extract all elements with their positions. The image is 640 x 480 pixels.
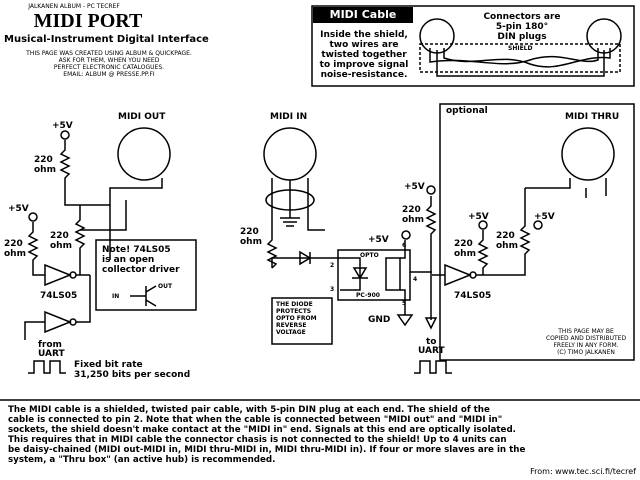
bitrate-line: Fixed bit rate [74, 360, 143, 370]
midi-in-label: MIDI IN [270, 112, 308, 122]
uart-label: UART [418, 346, 445, 356]
note-box-text: Note! 74LS05 is an open collector driver [102, 245, 180, 275]
cable-text-line: to improve signal [319, 60, 409, 70]
copyright-line: (C) TIMO JALKANEN [557, 349, 615, 356]
connectors-line: 5-pin 180° [495, 22, 549, 32]
diode-line: REVERSE [276, 322, 307, 329]
plus5v-label: +5V [404, 182, 425, 192]
header-info: THIS PAGE WAS CREATED USING ALBUM & QUIC… [4, 50, 214, 78]
opto-pin: 2 [330, 262, 335, 269]
description-line: system, a "Thru box" (an active hub) is … [8, 455, 276, 465]
opto-pin: 4 [413, 276, 418, 283]
resistor-value: 220 [34, 155, 53, 165]
source-link[interactable]: From: www.tec.sci.fi/tecref [530, 467, 636, 476]
opto-pin: 6 [402, 242, 407, 249]
resistor-unit: ohm [50, 241, 72, 251]
cable-connector-left [419, 18, 455, 54]
resistor-unit: ohm [496, 241, 518, 251]
description-line: The MIDI cable is a shielded, twisted pa… [8, 405, 490, 415]
opto-pin: 5 [402, 300, 407, 307]
opto-label: OPTO [360, 252, 379, 259]
gnd-label: GND [368, 315, 391, 325]
opto-box [337, 249, 411, 301]
cable-text-line: twisted together [321, 50, 407, 60]
header-info-line: PERFECT ELECTRONIC CATALOGUES. [53, 64, 165, 71]
description: The MIDI cable is a shielded, twisted pa… [8, 405, 636, 465]
connectors-line: Connectors are [483, 12, 561, 22]
cable-box-title: MIDI Cable [313, 7, 413, 23]
midi-out-label: MIDI OUT [118, 112, 166, 122]
diode-line: PROTECTS [276, 308, 312, 315]
diode-line: OPTO FROM [276, 315, 317, 322]
midi-in-connector [263, 127, 317, 181]
chip-label: 74LS05 [454, 291, 492, 301]
page-subtitle: Musical-Instrument Digital Interface [4, 34, 209, 45]
resistor-value: 220 [402, 205, 421, 215]
note-box [95, 239, 197, 311]
plus5v-label: +5V [368, 235, 389, 245]
diode-note-box [271, 297, 333, 345]
header-info-line: EMAIL: ALBUM @ PRESSE.PP.FI [63, 71, 155, 78]
midi-thru-connector [561, 127, 615, 181]
resistor-unit: ohm [4, 249, 26, 259]
description-line: This requires that in MIDI cable the con… [8, 435, 507, 445]
cable-box-text: Inside the shield, two wires are twisted… [314, 30, 414, 80]
description-line: sockets, the shield doesn't make contact… [8, 425, 516, 435]
uart-label: UART [38, 349, 65, 359]
out-label: OUT [158, 283, 173, 290]
diode-note: THE DIODE PROTECTS OPTO FROM REVERSE VOL… [276, 301, 317, 336]
diode-line: THE DIODE [276, 301, 313, 308]
from-label: from [38, 340, 62, 350]
diode-line: VOLTAGE [276, 329, 306, 336]
header-info-line: ASK FOR THEM, WHEN YOU NEED [58, 57, 160, 64]
opto-pin: 3 [330, 286, 335, 293]
to-label: to [426, 337, 437, 347]
plus5v-label: +5V [8, 204, 29, 214]
pc900-label: PC-900 [356, 292, 380, 299]
resistor-value: 220 [496, 231, 515, 241]
description-line: cable is connected to pin 2. Note that w… [8, 415, 503, 425]
connectors-note: Connectors are 5-pin 180° DIN plugs [460, 12, 584, 42]
resistor-unit: ohm [240, 237, 262, 247]
note-line: is an open [102, 255, 155, 265]
page-title: MIDI PORT [33, 10, 143, 32]
note-line: Note! 74LS05 [102, 245, 171, 255]
cable-shield [419, 43, 621, 73]
plus5v-label: +5V [468, 212, 489, 222]
optional-box-border [439, 103, 635, 361]
chip-label: 74LS05 [40, 291, 78, 301]
header-info-line: THIS PAGE WAS CREATED USING ALBUM & QUIC… [26, 50, 192, 57]
bitrate-line: 31,250 bits per second [74, 370, 191, 380]
copyright-line: THIS PAGE MAY BE [558, 328, 614, 335]
resistor-value: 220 [4, 239, 23, 249]
midi-out-connector [117, 127, 171, 181]
connectors-line: DIN plugs [497, 32, 547, 42]
resistor-unit: ohm [454, 249, 476, 259]
resistor-value: 220 [50, 231, 69, 241]
note-line: collector driver [102, 265, 180, 275]
cable-text-line: Inside the shield, [320, 30, 408, 40]
cable-connector-right [586, 18, 622, 54]
copyright-line: FREELY IN ANY FORM. [553, 342, 619, 349]
cable-text-line: two wires are [329, 40, 399, 50]
resistor-unit: ohm [34, 165, 56, 175]
plus5v-label: +5V [52, 121, 73, 131]
resistor-unit: ohm [402, 215, 424, 225]
midi-thru-label: MIDI THRU [565, 112, 620, 122]
shield-label: SHIELD [508, 45, 533, 52]
bitrate-note: Fixed bit rate 31,250 bits per second [74, 360, 190, 380]
cable-box-border [311, 5, 635, 87]
resistor-value: 220 [454, 239, 473, 249]
description-line: be daisy-chained (MIDI out-MIDI in, MIDI… [8, 445, 526, 455]
copyright-line: COPIED AND DISTRIBUTED [545, 335, 627, 342]
in-label: IN [112, 293, 120, 300]
plus5v-label: +5V [534, 212, 555, 222]
album-line: JALKANEN ALBUM - PC TECREF [28, 3, 120, 10]
cable-text-line: noise-resistance. [320, 70, 408, 80]
resistor-value: 220 [240, 227, 259, 237]
optional-label: optional [446, 106, 488, 116]
copyright-note: THIS PAGE MAY BE COPIED AND DISTRIBUTED … [540, 328, 632, 356]
